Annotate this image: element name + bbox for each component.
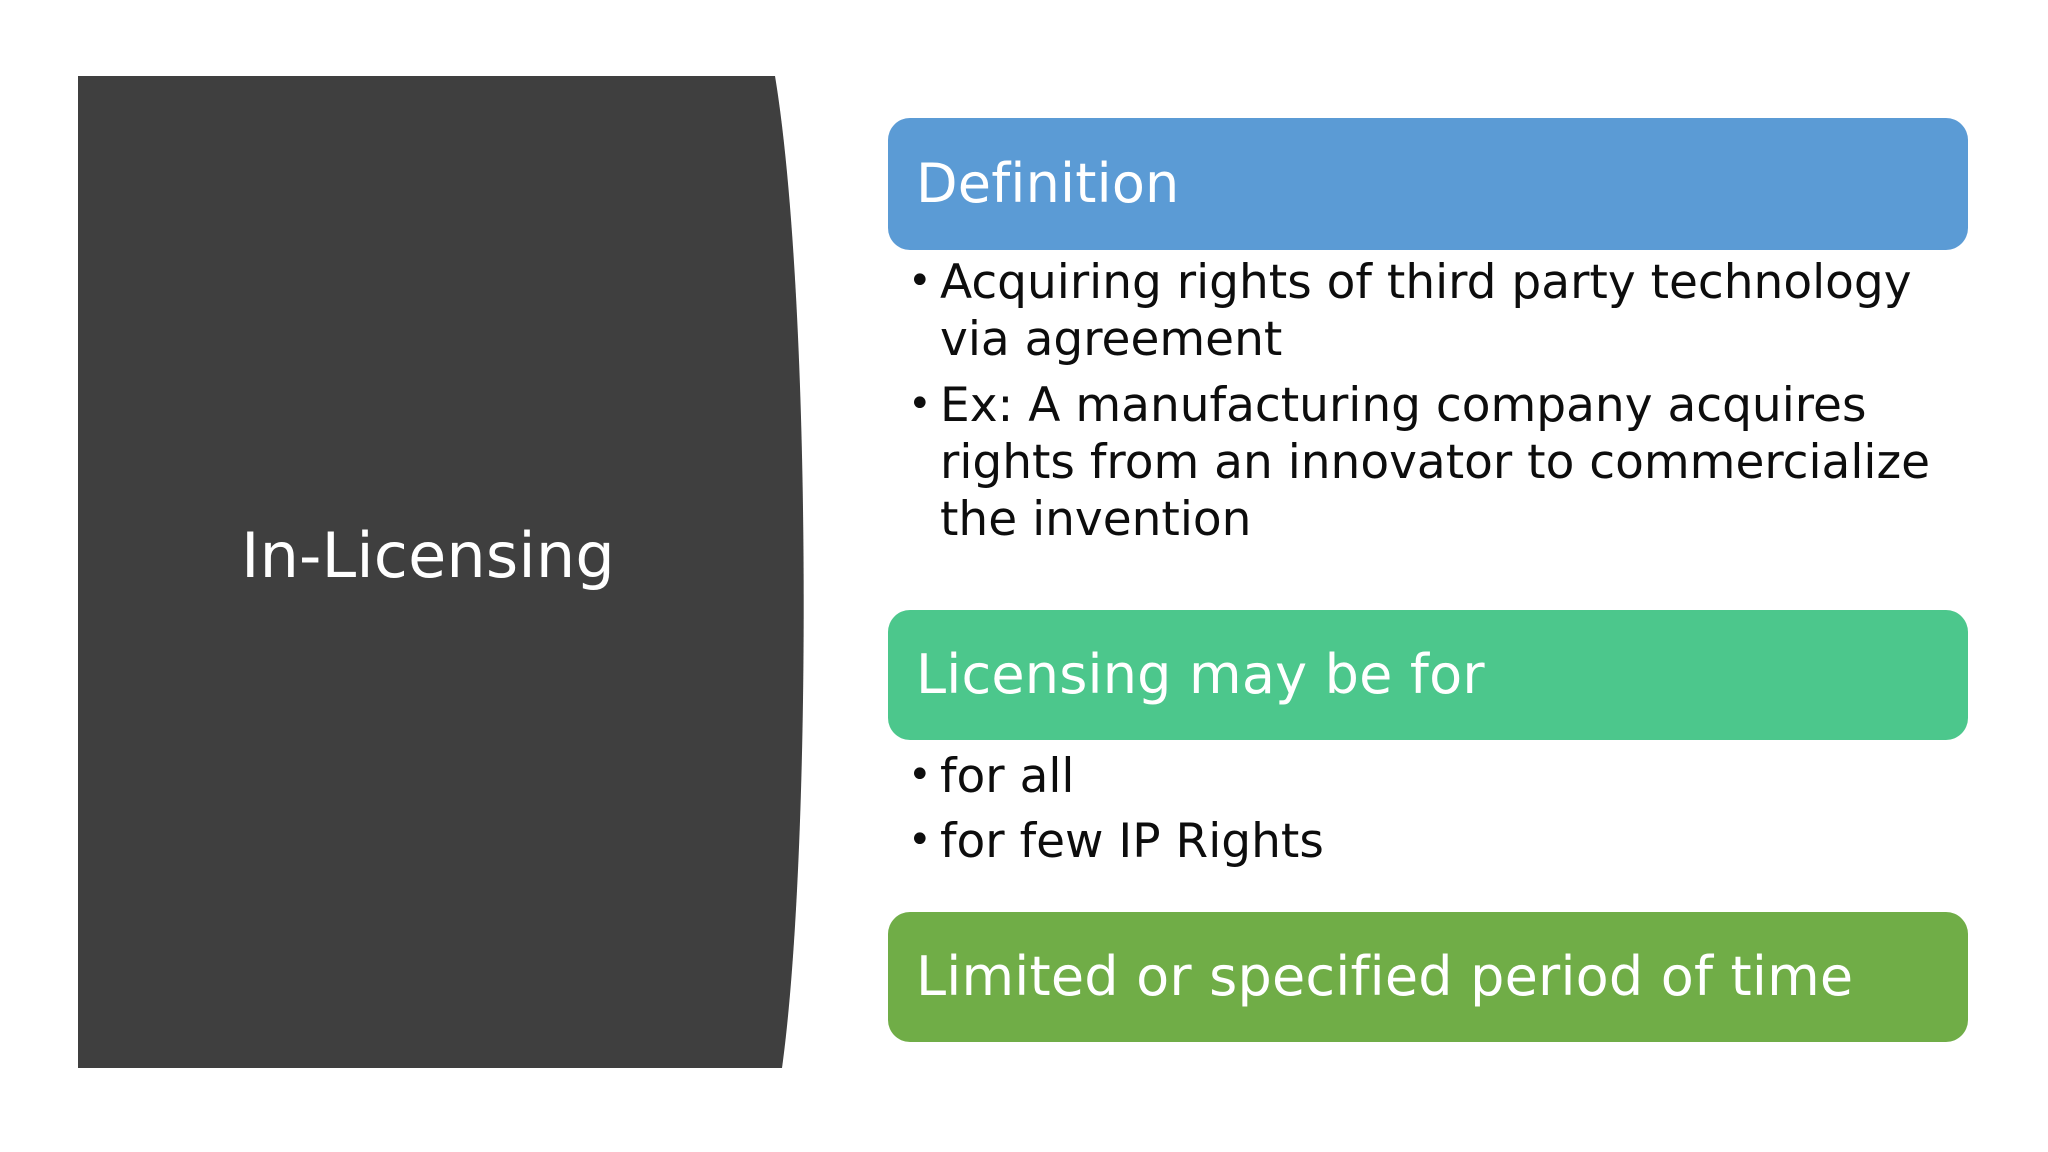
bullet-list-definition: • Acquiring rights of third party techno…	[908, 254, 1968, 557]
list-item-text: for few IP Rights	[940, 814, 1324, 870]
bullet-dot-icon: •	[908, 752, 932, 798]
bullet-dot-icon: •	[908, 258, 932, 304]
page-title: In-Licensing	[241, 519, 615, 592]
section-header-definition-label: Definition	[916, 151, 1180, 215]
content-column: Definition • Acquiring rights of third p…	[888, 0, 1978, 1152]
section-header-limited-period-label: Limited or specified period of time	[916, 944, 1854, 1008]
left-title-panel: In-Licensing	[0, 0, 900, 1152]
list-item: • Ex: A manufacturing company acquires r…	[908, 377, 1968, 549]
list-item: • for all	[908, 748, 1968, 805]
section-header-definition[interactable]: Definition	[888, 118, 1968, 250]
bullet-dot-icon: •	[908, 817, 932, 864]
list-item-text: Ex: A manufacturing company acquires rig…	[940, 377, 1931, 548]
section-header-licensing-may-be-for-label: Licensing may be for	[916, 642, 1485, 706]
list-item-text: Acquiring rights of third party technolo…	[940, 255, 1912, 368]
bullet-list-licensing-may-be-for: • for all • for few IP Rights	[908, 748, 1968, 879]
section-header-limited-period[interactable]: Limited or specified period of time	[888, 912, 1968, 1042]
list-item: • Acquiring rights of third party techno…	[908, 254, 1968, 369]
list-item: • for few IP Rights	[908, 813, 1968, 870]
list-item-text: for all	[940, 749, 1075, 804]
section-header-licensing-may-be-for[interactable]: Licensing may be for	[888, 610, 1968, 740]
curved-panel-shape	[78, 76, 804, 1068]
bullet-dot-icon: •	[908, 380, 932, 427]
